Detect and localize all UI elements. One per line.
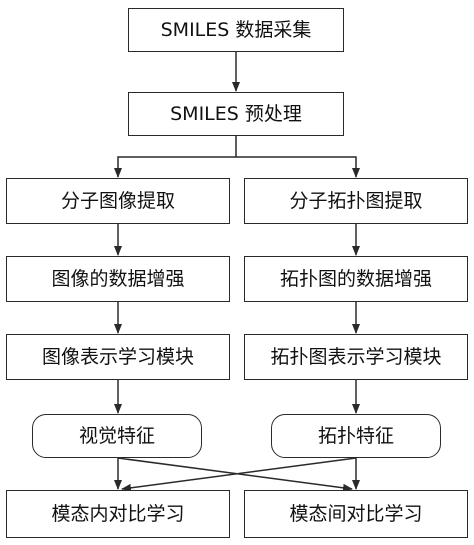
node-image-extract: 分子图像提取 [6, 178, 230, 224]
connector-preprocess-split-right [236, 156, 360, 178]
node-image-representation: 图像表示学习模块 [6, 334, 230, 380]
node-topology-feature: 拓扑特征 [271, 414, 441, 458]
arrow-topo-to-intra [121, 457, 357, 492]
node-intra-modal-contrast: 模态内对比学习 [6, 490, 230, 538]
node-smiles-preprocess: SMILES 预处理 [128, 92, 344, 136]
node-topology-extract: 分子拓扑图提取 [244, 178, 468, 224]
node-smiles-collect: SMILES 数据采集 [128, 8, 344, 52]
node-image-augmentation: 图像的数据增强 [6, 256, 230, 302]
node-topology-representation: 拓扑图表示学习模块 [244, 334, 468, 380]
connector-preprocess-split [114, 136, 237, 178]
node-visual-feature: 视觉特征 [32, 414, 202, 458]
node-inter-modal-contrast: 模态间对比学习 [244, 490, 468, 538]
node-topology-augmentation: 拓扑图的数据增强 [244, 256, 468, 302]
